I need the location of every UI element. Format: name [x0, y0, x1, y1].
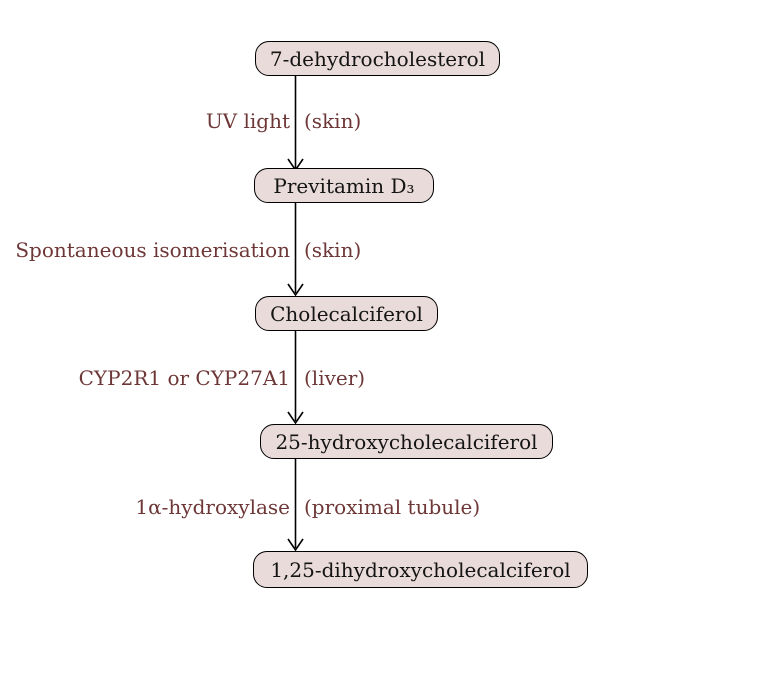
step-location-skin-2: (skin) [304, 238, 362, 262]
arrow-spontaneous-isomerisation [287, 203, 304, 297]
arrow-uv-light [287, 75, 304, 172]
step-process-spontaneous-isomerisation: Spontaneous isomerisation [15, 238, 290, 262]
node-25-hydroxycholecalciferol: 25-hydroxycholecalciferol [260, 424, 553, 459]
node-cholecalciferol: Cholecalciferol [255, 296, 438, 331]
step-process-uv-light: UV light [205, 109, 290, 133]
arrow-cyp2r1-cyp27a1 [287, 331, 304, 425]
step-location-liver: (liver) [304, 366, 366, 390]
arrow-1a-hydroxylase [287, 459, 304, 552]
step-location-skin-1: (skin) [304, 109, 362, 133]
step-process-cyp2r1-cyp27a1: CYP2R1 or CYP27A1 [78, 366, 290, 390]
node-previtamin-d3: Previtamin D₃ [254, 168, 434, 203]
step-process-1a-hydroxylase: 1α-hydroxylase [135, 495, 290, 519]
node-1-25-dihydroxycholecalciferol: 1,25-dihydroxycholecalciferol [253, 551, 588, 588]
step-location-proximal-tubule: (proximal tubule) [304, 495, 481, 519]
node-7-dehydrocholesterol: 7-dehydrocholesterol [255, 41, 500, 76]
